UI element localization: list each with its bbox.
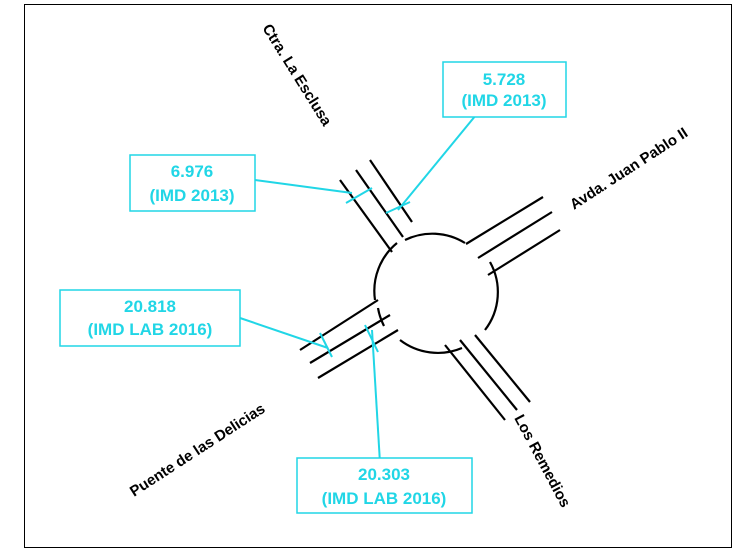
roundabout-edge-w [376, 307, 385, 327]
road-label-west: Puente de las Delicias [127, 400, 268, 500]
road-east [465, 196, 561, 276]
tick-20303 [364, 324, 379, 353]
count-box-5728: 5.728 (IMD 2013) [442, 61, 567, 118]
roundabout-edge-se [399, 339, 463, 354]
count-value: 20.303 [358, 465, 410, 484]
count-box-20818: 20.818 (IMD LAB 2016) [59, 289, 241, 347]
count-source: (IMD 2013) [149, 186, 234, 205]
road-label-east: Avda. Juan Pablo II [567, 124, 691, 213]
count-source: (IMD 2013) [461, 91, 546, 110]
roundabout-edge-e [484, 261, 499, 331]
annotation-leaders [239, 114, 477, 464]
count-box-6976: 6.976 (IMD 2013) [129, 154, 256, 212]
leader-6976 [254, 179, 353, 194]
count-value: 20.818 [124, 297, 176, 316]
road-label-north: Ctra. La Esclusa [259, 21, 336, 130]
leader-20818 [239, 317, 329, 349]
road-label-south: Los Remedios [510, 412, 573, 511]
count-value: 6.976 [171, 162, 214, 181]
count-value: 5.728 [483, 70, 526, 89]
count-box-20303: 20.303 (IMD LAB 2016) [296, 457, 473, 514]
roundabout-edge-ne [404, 232, 466, 244]
leader-20303 [371, 329, 381, 464]
count-source: (IMD LAB 2016) [88, 320, 213, 339]
road-west [299, 299, 399, 379]
tick-6976 [345, 187, 373, 204]
tick-5728 [385, 201, 411, 214]
roundabout [373, 232, 499, 354]
roundabout-edge-nw [373, 242, 398, 301]
road-south [444, 334, 531, 421]
leader-5728 [397, 114, 477, 211]
count-source: (IMD LAB 2016) [322, 489, 447, 508]
tick-20818 [319, 332, 333, 358]
